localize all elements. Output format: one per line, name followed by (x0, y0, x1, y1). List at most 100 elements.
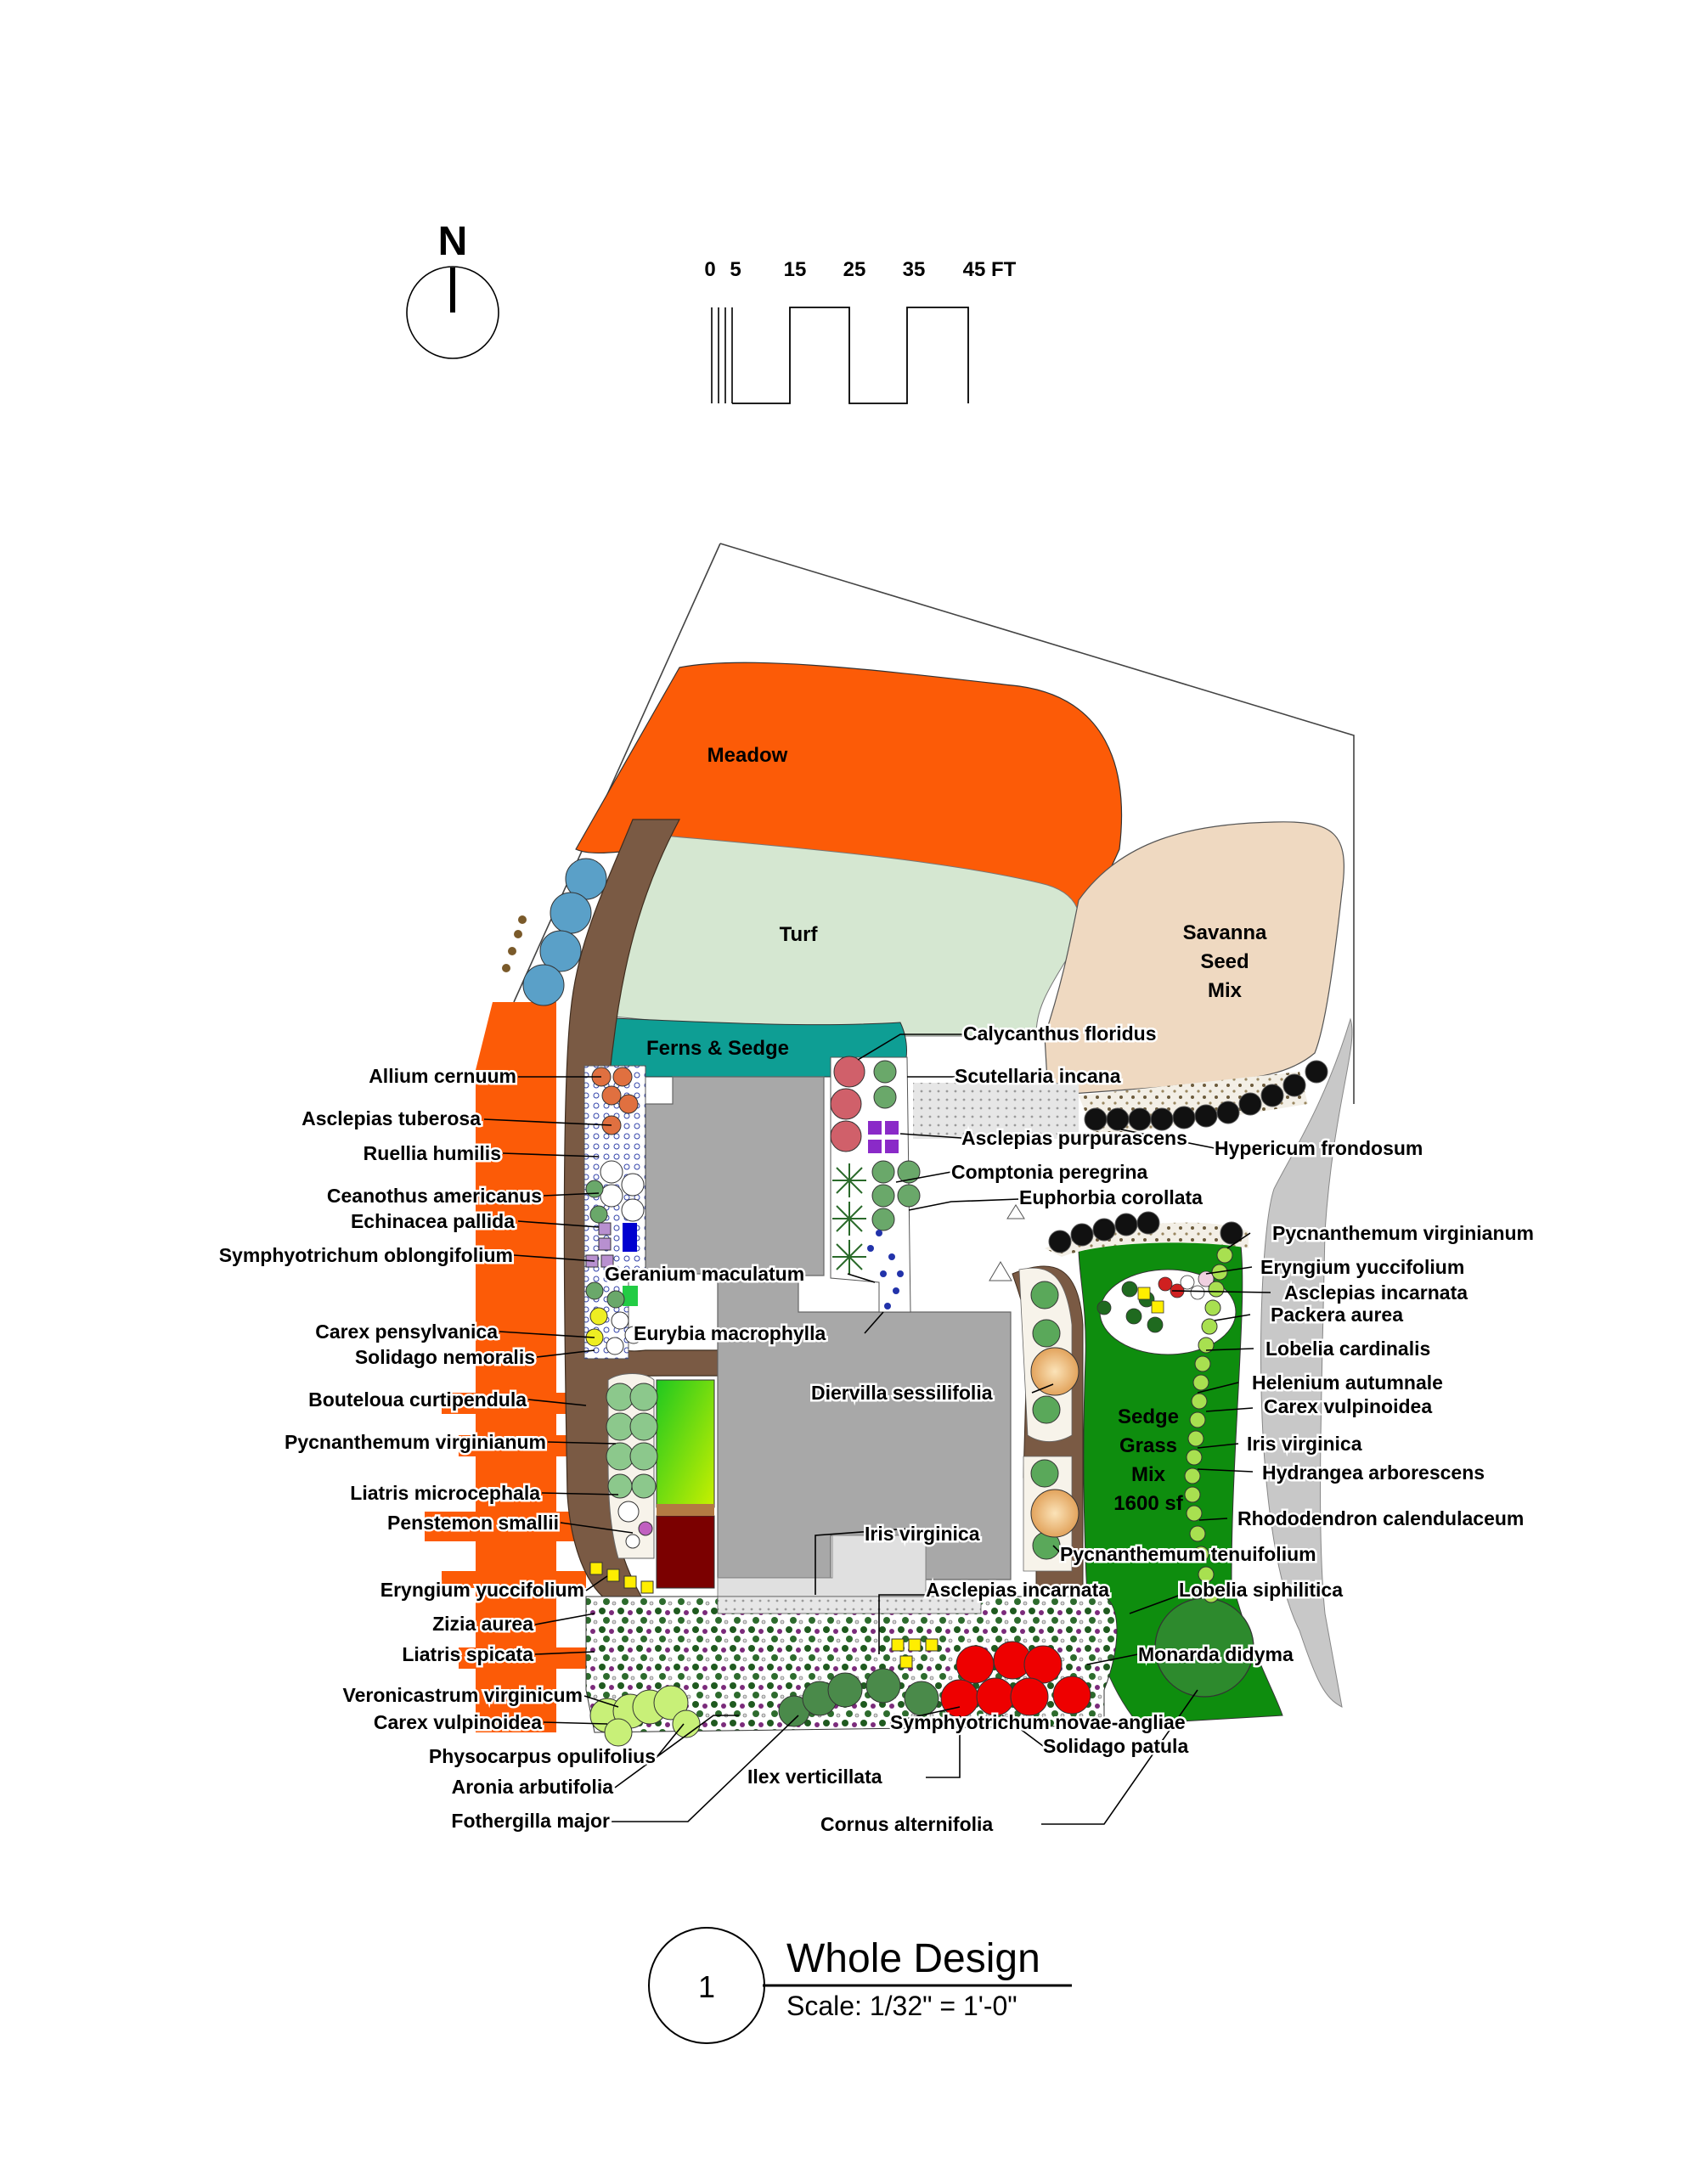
plant-label: Zizia aurea (432, 1613, 533, 1635)
north-walk (913, 1083, 1079, 1139)
plant-label: Monarda didyma (1138, 1643, 1294, 1665)
plant-label: Calycanthus floridus (963, 1022, 1156, 1045)
plant-label: Solidago nemoralis (355, 1346, 535, 1368)
plant-label: Asclepias purpurascens (961, 1127, 1187, 1149)
rain-garden (656, 1379, 715, 1508)
asclepias-purpurascens-symbols (868, 1121, 899, 1153)
meadow-fingers (425, 1393, 586, 1669)
plant-label: Pycnanthemum virginianum (1272, 1222, 1534, 1244)
plant-label: Liatris microcephala (350, 1482, 540, 1504)
zone-labels: Meadow Turf Savanna Seed Mix Ferns & Sed… (646, 744, 1267, 1515)
scale-tick-0: 0 (704, 258, 715, 281)
calycanthus-symbols (830, 1056, 865, 1152)
tree-symbol (539, 930, 582, 972)
drawing-title: Whole Design (786, 1936, 1040, 1981)
plant-label: Packera aurea (1271, 1304, 1403, 1326)
scale-tick-5: 5 (730, 258, 741, 281)
plant-label: Pycnanthemum virginianum (285, 1431, 546, 1453)
plant-label: Fothergilla major (451, 1810, 610, 1832)
plant-label: Iris virginica (865, 1523, 980, 1545)
plant-label: Aronia arbutifolia (452, 1776, 614, 1798)
plant-label: Ceanothus americanus (327, 1185, 542, 1207)
north-arrow: N (406, 219, 499, 359)
comptonia-symbols (832, 1163, 866, 1274)
zone-label-savanna-1: Savanna (1183, 921, 1267, 944)
plant-label: Hydrangea arborescens (1262, 1462, 1485, 1484)
bed-divider (657, 1504, 714, 1516)
plant-label: Ruellia humilis (364, 1142, 501, 1164)
plant-label: Eryngium yuccifolium (1260, 1256, 1464, 1278)
plant-label: Carex pensylvanica (315, 1321, 498, 1343)
plant-labels: Calycanthus floridus Scutellaria incana … (217, 1021, 1536, 1838)
scale-tick-25: 25 (843, 258, 866, 281)
scale-bar: 0 5 15 25 35 45 FT (704, 258, 1017, 404)
plant-label: Iris virginica (1247, 1433, 1362, 1455)
plant-label: Penstemon smallii (387, 1512, 559, 1534)
zone-label-sedge-1: Sedge (1118, 1405, 1179, 1428)
plant-label: Rhododendron calendulaceum (1237, 1507, 1524, 1529)
scale-tick-35: 35 (903, 258, 926, 281)
plant-label: Ilex verticillata (747, 1766, 882, 1788)
plant-label: Asclepias tuberosa (302, 1107, 481, 1129)
raised-bed (656, 1515, 715, 1589)
plant-label: Bouteloua curtipendula (308, 1388, 527, 1411)
tree-symbol (522, 964, 565, 1006)
plant-label: Physocarpus opulifolius (429, 1745, 656, 1767)
zone-label-ferns: Ferns & Sedge (646, 1037, 789, 1060)
zone-label-savanna-3: Mix (1208, 979, 1243, 1002)
drawing-number: 1 (698, 1969, 715, 2004)
hypericum-row (1048, 1060, 1328, 1253)
zone-label-sedge-2: Grass (1119, 1434, 1177, 1457)
plant-symbols (502, 858, 1328, 1747)
title-block: 1 Whole Design Scale: 1/32" = 1'-0" (648, 1927, 1072, 2044)
spot-marker (1006, 1204, 1025, 1219)
zones (425, 662, 1353, 1733)
plant-label: Symphyotrichum oblongifolium (219, 1244, 513, 1266)
plant-label: Scutellaria incana (955, 1065, 1121, 1087)
iris-row (1184, 1247, 1233, 1603)
plant-label: Helenium autumnale (1252, 1371, 1443, 1394)
plant-label: Echinacea pallida (351, 1210, 515, 1232)
drawing-scale: Scale: 1/32" = 1'-0" (786, 1991, 1017, 2021)
sedge-pocket-symbols (1096, 1270, 1215, 1333)
plant-label: Comptonia peregrina (951, 1161, 1148, 1183)
leader-lines (483, 1033, 1271, 1825)
plant-label: Carex vulpinoidea (1264, 1395, 1432, 1417)
plant-label: Diervilla sessilifolia (811, 1382, 993, 1404)
scutellaria-symbols (871, 1060, 921, 1231)
plant-label: Asclepias incarnata (926, 1579, 1109, 1601)
scale-tick-15: 15 (784, 258, 807, 281)
west-bed-symbols (585, 1067, 645, 1355)
plant-label: Cornus alternifolia (820, 1813, 993, 1835)
plant-label: Asclepias incarnata (1284, 1281, 1468, 1304)
diervilla-symbols (1030, 1281, 1079, 1560)
zone-label-savanna-2: Seed (1200, 950, 1249, 973)
geranium-symbols (867, 1230, 904, 1309)
plant-label: Eryngium yuccifolium (380, 1579, 584, 1601)
plant-label: Eurybia macrophylla (634, 1322, 826, 1344)
zone-label-turf: Turf (780, 923, 819, 946)
plant-label: Euphorbia corollata (1019, 1186, 1203, 1208)
south-walk (717, 1596, 982, 1614)
plant-label: Lobelia cardinalis (1265, 1338, 1430, 1360)
zone-label-meadow: Meadow (707, 744, 788, 767)
zone-label-sedge-4: 1600 sf (1113, 1492, 1183, 1515)
south-symbols (589, 1562, 1091, 1747)
meadow-strip-west (476, 1002, 556, 1732)
tree-symbol (550, 892, 592, 934)
plant-label: Symphyotrichum novae-angliae (890, 1711, 1186, 1733)
dotted-border-east (1045, 1222, 1249, 1257)
plant-label: Liatris spicata (402, 1643, 533, 1665)
zone-label-sedge-3: Mix (1131, 1463, 1166, 1486)
scale-tick-45: 45 FT (963, 258, 1017, 281)
plant-label: Hypericum frondosum (1215, 1137, 1423, 1159)
plant-label: Carex vulpinoidea (374, 1711, 542, 1733)
west-lower-symbols (606, 1383, 658, 1549)
spot-marker (989, 1261, 1012, 1281)
property-outline (513, 543, 1355, 1104)
plant-label: Lobelia siphilitica (1179, 1579, 1343, 1601)
north-letter: N (438, 219, 468, 264)
plant-label: Allium cernuum (369, 1065, 516, 1087)
savanna-area (1044, 821, 1345, 1096)
